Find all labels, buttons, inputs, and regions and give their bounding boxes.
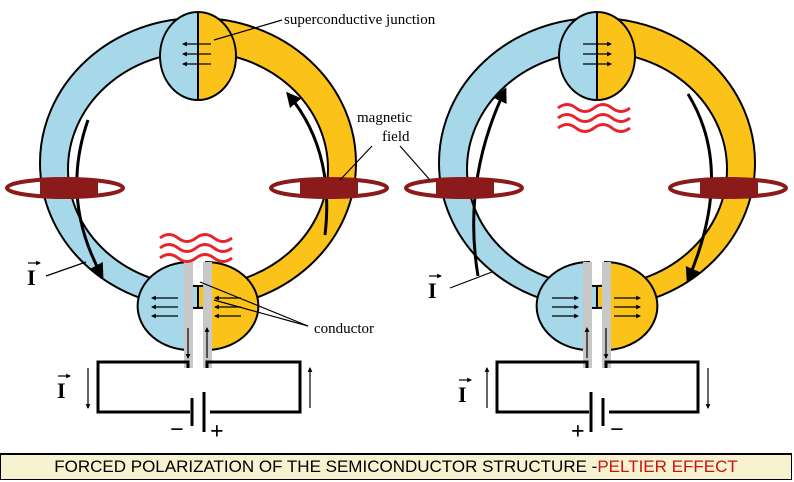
left-conductor-strip-b xyxy=(203,262,212,368)
svg-text:I: I xyxy=(458,382,467,407)
magnetic-leader-right xyxy=(399,145,431,181)
junction-label: superconductive junction xyxy=(284,12,436,28)
right-magnetic-ring-right xyxy=(668,177,788,199)
conductor-leader-b xyxy=(213,299,309,327)
left-ring-current-label: I xyxy=(27,260,87,290)
right-ring-current-label: I xyxy=(428,271,493,303)
magnetic-label-line1: magnetic xyxy=(357,110,412,126)
left-polarity-minus: − xyxy=(170,417,184,443)
left-conductor-strip-a xyxy=(184,262,193,368)
right-conductor-strip-a xyxy=(583,262,592,368)
right-bottom-field-arrows xyxy=(552,295,641,319)
right-circuit-current-label: I xyxy=(458,377,472,407)
magnetic-leader-left xyxy=(339,145,373,181)
right-top-junction-blue xyxy=(558,10,598,102)
annotation-labels: superconductive junction magnetic field … xyxy=(27,12,624,445)
caption-bar: FORCED POLARIZATION OF THE SEMICONDUCTOR… xyxy=(0,453,792,480)
right-loop xyxy=(404,10,788,432)
junction-leader xyxy=(213,19,283,41)
left-circuit-wire xyxy=(96,360,302,414)
left-magnetic-ring-right xyxy=(269,177,389,199)
left-bottom-junction-yellow xyxy=(205,260,260,352)
left-top-junction-yellow xyxy=(197,10,237,102)
left-polarity-plus: + xyxy=(210,419,224,445)
caption-main: FORCED POLARIZATION OF THE SEMICONDUCTOR… xyxy=(54,457,598,476)
right-bottom-junction-yellow xyxy=(604,260,659,352)
magnetic-label-line2: field xyxy=(382,129,410,145)
left-current-arrow-blue xyxy=(75,119,104,279)
left-bottom-field-arrows xyxy=(151,295,241,319)
right-conductor-strip-b xyxy=(602,262,611,368)
right-magnetic-ring-left xyxy=(404,177,524,199)
left-heat-waves xyxy=(159,233,233,263)
left-magnetic-ring-left xyxy=(5,177,125,199)
svg-text:I: I xyxy=(428,278,437,303)
left-current-arrow-yellow xyxy=(286,91,329,236)
conductor-leader-a xyxy=(199,281,309,327)
caption-accent: PELTIER EFFECT xyxy=(597,457,738,476)
conductor-label: conductor xyxy=(314,321,374,337)
right-heat-waves xyxy=(557,103,631,133)
right-battery xyxy=(589,392,605,432)
left-circuit-current-label: I xyxy=(57,373,71,403)
right-polarity-minus: − xyxy=(610,417,624,443)
left-battery xyxy=(190,392,206,432)
left-loop xyxy=(5,10,389,432)
right-polarity-plus: + xyxy=(571,419,585,445)
right-bottom-junction-blue xyxy=(535,260,590,352)
left-bottom-junction-blue xyxy=(136,260,191,352)
left-top-field-arrows xyxy=(182,41,211,67)
right-top-junction-yellow xyxy=(596,10,636,102)
left-top-junction-blue xyxy=(159,10,199,102)
right-top-field-arrows xyxy=(583,41,612,67)
svg-text:I: I xyxy=(27,265,36,290)
svg-text:I: I xyxy=(57,378,66,403)
right-circuit-wire xyxy=(495,360,700,414)
